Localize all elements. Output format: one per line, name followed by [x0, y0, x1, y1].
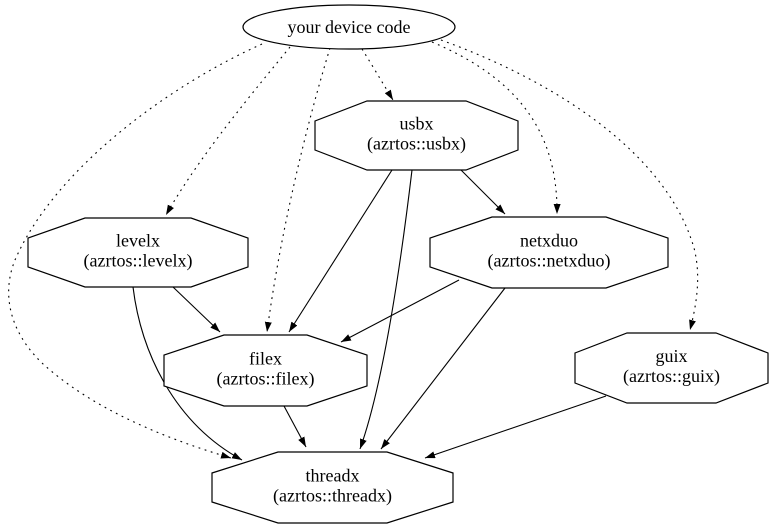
node-filex: filex (azrtos::filex): [163, 334, 368, 407]
edge-netxduo-threadx: [380, 287, 506, 450]
guix-shape: [574, 332, 769, 404]
edge-device-guix: [440, 39, 699, 331]
levelx-label: levelx: [116, 231, 160, 251]
edge-device-filex: [264, 47, 331, 333]
threadx-shape: [211, 451, 454, 524]
node-usbx: usbx (azrtos::usbx): [314, 100, 519, 171]
usbx-shape: [314, 100, 519, 171]
guix-label: guix: [655, 346, 687, 366]
edge-levelx-filex: [172, 286, 221, 333]
node-guix: guix (azrtos::guix): [574, 332, 769, 404]
edge-device-threadx: [8, 43, 263, 459]
device-label: your device code: [288, 17, 411, 37]
node-threadx: threadx (azrtos::threadx): [211, 451, 454, 524]
device-shape: [242, 4, 456, 50]
node-netxduo: netxduo (azrtos::netxduo): [429, 216, 669, 289]
usbx-label: usbx: [399, 114, 433, 134]
netxduo-shape: [429, 216, 669, 289]
usbx-sublabel: (azrtos::usbx): [367, 134, 466, 155]
netxduo-label: netxduo: [520, 231, 578, 251]
edge-usbx-filex: [288, 169, 393, 333]
node-levelx: levelx (azrtos::levelx): [27, 217, 249, 288]
edge-guix-threadx: [424, 395, 607, 459]
filex-sublabel: (azrtos::filex): [217, 369, 315, 390]
node-device: your device code: [242, 4, 456, 50]
edge-usbx-threadx: [359, 169, 413, 450]
threadx-label: threadx: [306, 466, 360, 486]
levelx-sublabel: (azrtos::levelx): [84, 251, 193, 272]
edge-device-usbx: [361, 48, 394, 101]
filex-shape: [163, 334, 368, 407]
filex-label: filex: [249, 349, 282, 369]
netxduo-sublabel: (azrtos::netxduo): [488, 251, 611, 272]
edge-netxduo-filex: [340, 279, 460, 343]
edge-filex-threadx: [283, 405, 307, 448]
edge-device-levelx: [165, 46, 291, 216]
edge-usbx-netxduo: [457, 166, 506, 215]
guix-sublabel: (azrtos::guix): [623, 366, 720, 387]
threadx-sublabel: (azrtos::threadx): [273, 486, 392, 507]
levelx-shape: [27, 217, 249, 288]
